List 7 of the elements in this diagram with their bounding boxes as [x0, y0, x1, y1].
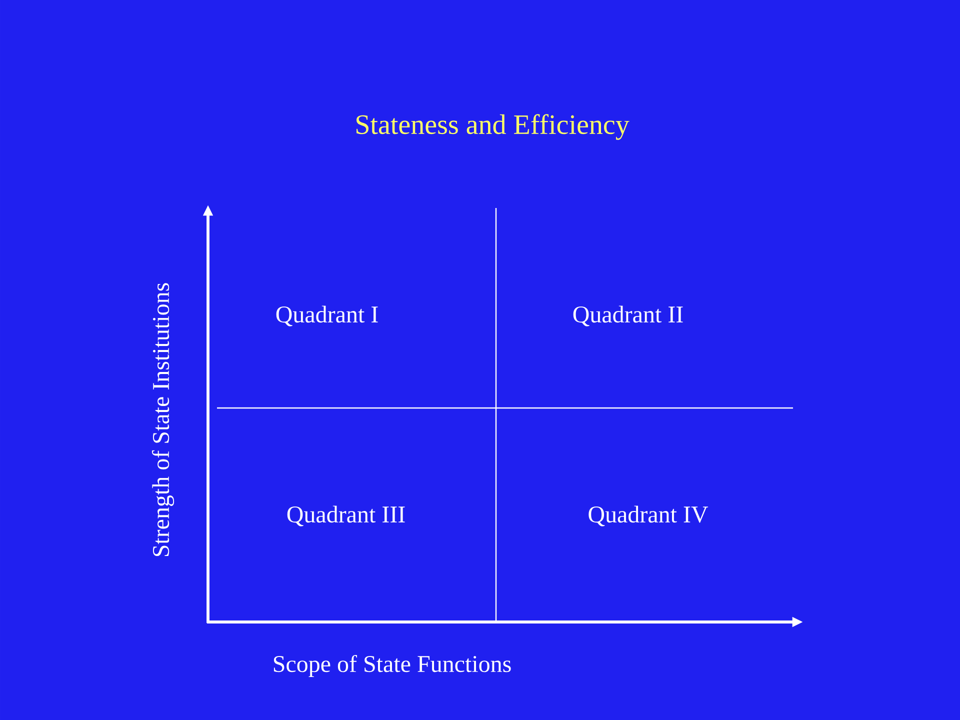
axis-label: Scope of State Functions: [274, 655, 511, 677]
quadrant-label: Quadrant IV: [588, 506, 708, 526]
quadrant-label: Quadrant II: [573, 306, 683, 326]
quadrant-label: Quadrant III: [287, 506, 405, 526]
title: Stateness and Efficiency: [356, 114, 630, 140]
axis-label: Strength of State Institutions: [152, 283, 174, 556]
quadrant-label: Quadrant I: [276, 306, 378, 326]
